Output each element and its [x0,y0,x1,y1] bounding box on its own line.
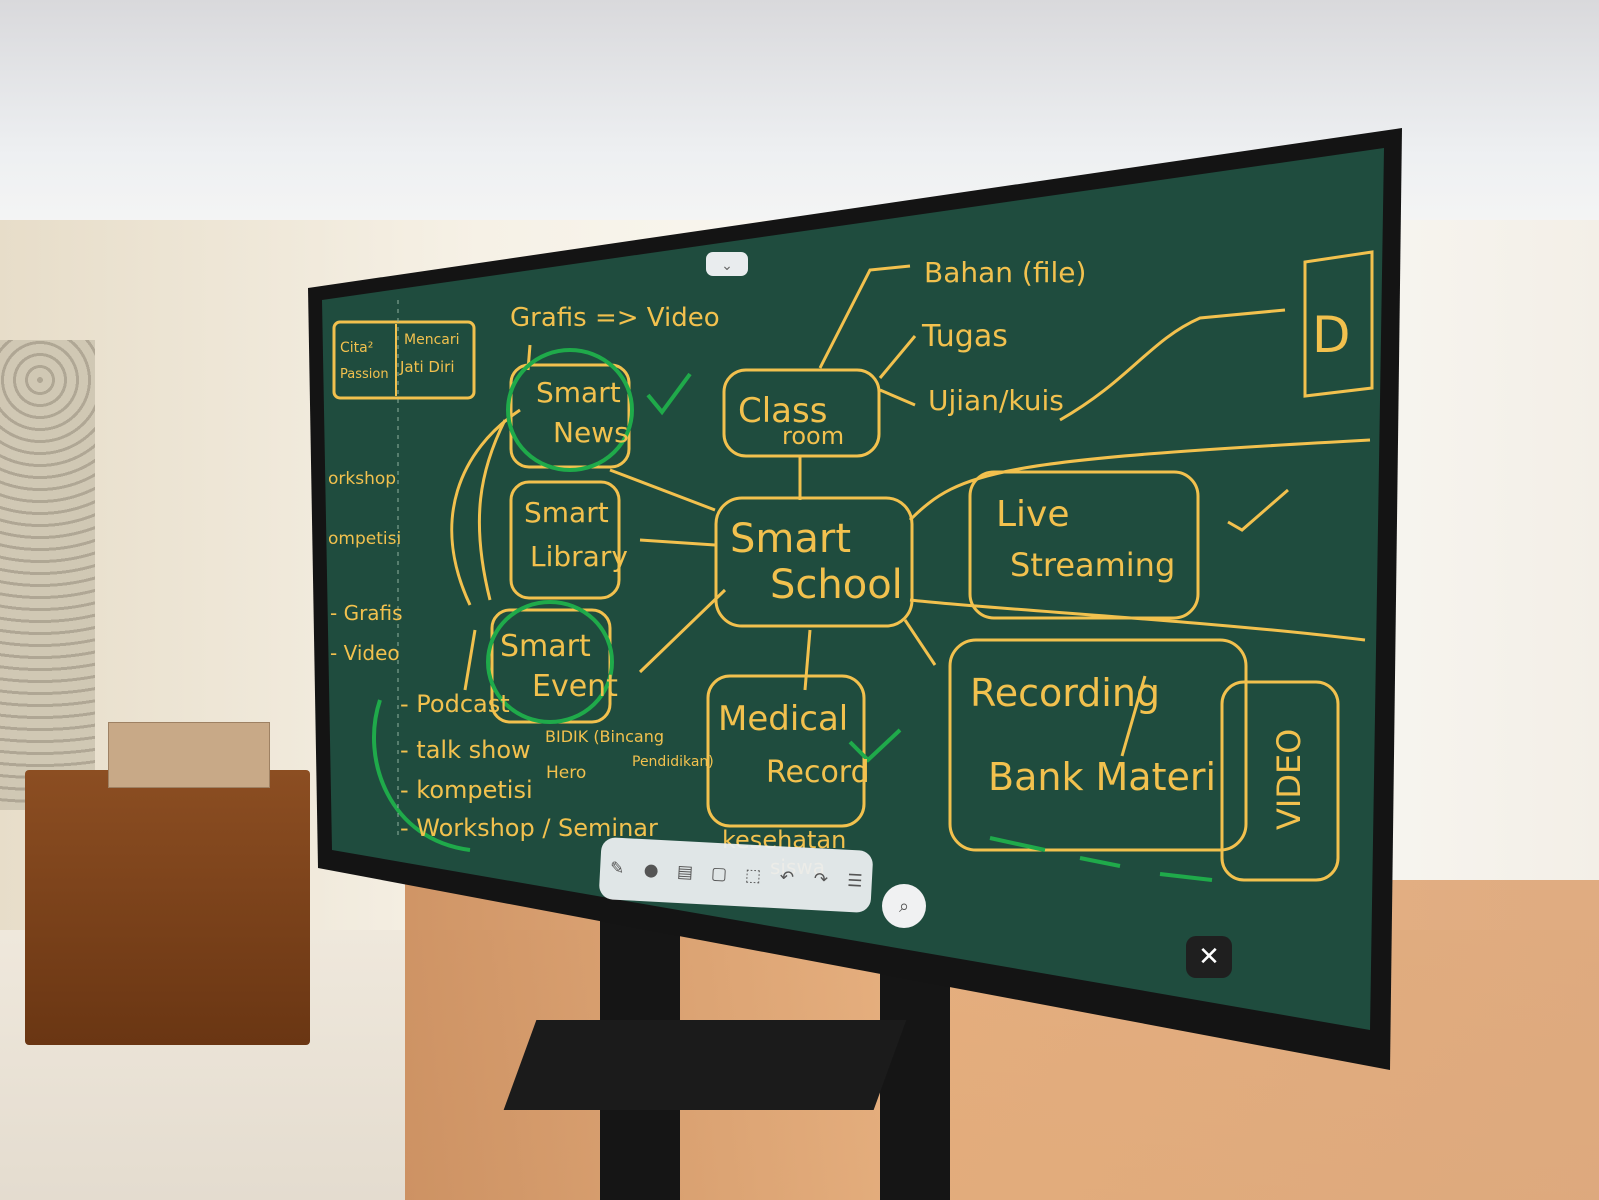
wooden-cabinet [25,770,310,1045]
note-icon[interactable]: ▢ [710,863,728,885]
pen-icon[interactable]: ✎ [609,858,625,880]
search-button[interactable]: ⌕ [882,884,926,928]
stand-tray [503,1020,907,1110]
menu-icon[interactable]: ☰ [846,870,863,892]
search-icon: ⌕ [898,895,910,917]
color-icon[interactable]: ● [643,860,660,881]
close-icon: ✕ [1198,942,1220,972]
display-stand-right [880,960,950,1200]
wallpaper-panel [0,340,95,810]
close-button[interactable]: ✕ [1186,936,1232,978]
undo-icon[interactable]: ↶ [779,867,795,889]
layout-icon[interactable]: ▤ [676,861,694,883]
redo-icon[interactable]: ↷ [813,869,829,890]
cardboard-box [108,722,270,788]
select-icon[interactable]: ⬚ [744,865,762,887]
